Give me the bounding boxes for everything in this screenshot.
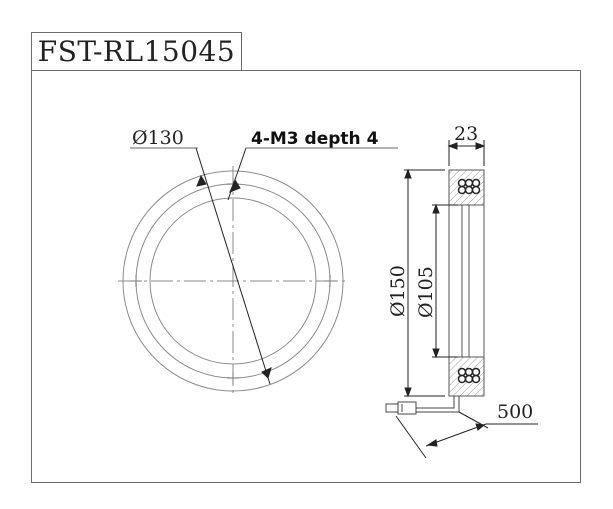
cable-500-dimension [395,411,538,459]
drawing-frame [31,70,581,483]
dia-150-dimension [404,168,445,398]
thread-label: 4-M3 depth 4 [251,129,379,149]
dia-130-label: Ø130 [132,127,184,149]
front-view [118,166,348,396]
dia-105-dimension [432,203,458,359]
led-coils-top [457,178,481,195]
side-view [385,169,485,415]
width-23-dimension [447,140,486,166]
cable-500-label: 500 [497,401,533,423]
title-block: FST-RL15045 [31,32,242,70]
dia-130-dimension [130,147,272,385]
model-title: FST-RL15045 [37,35,236,68]
dia-150-label: Ø150 [387,265,409,317]
thread-leader [227,147,398,201]
dia-105-label: Ø105 [415,266,437,318]
led-coils-bottom [457,367,481,384]
width-23-label: 23 [454,123,478,145]
cable-connector [385,396,460,415]
